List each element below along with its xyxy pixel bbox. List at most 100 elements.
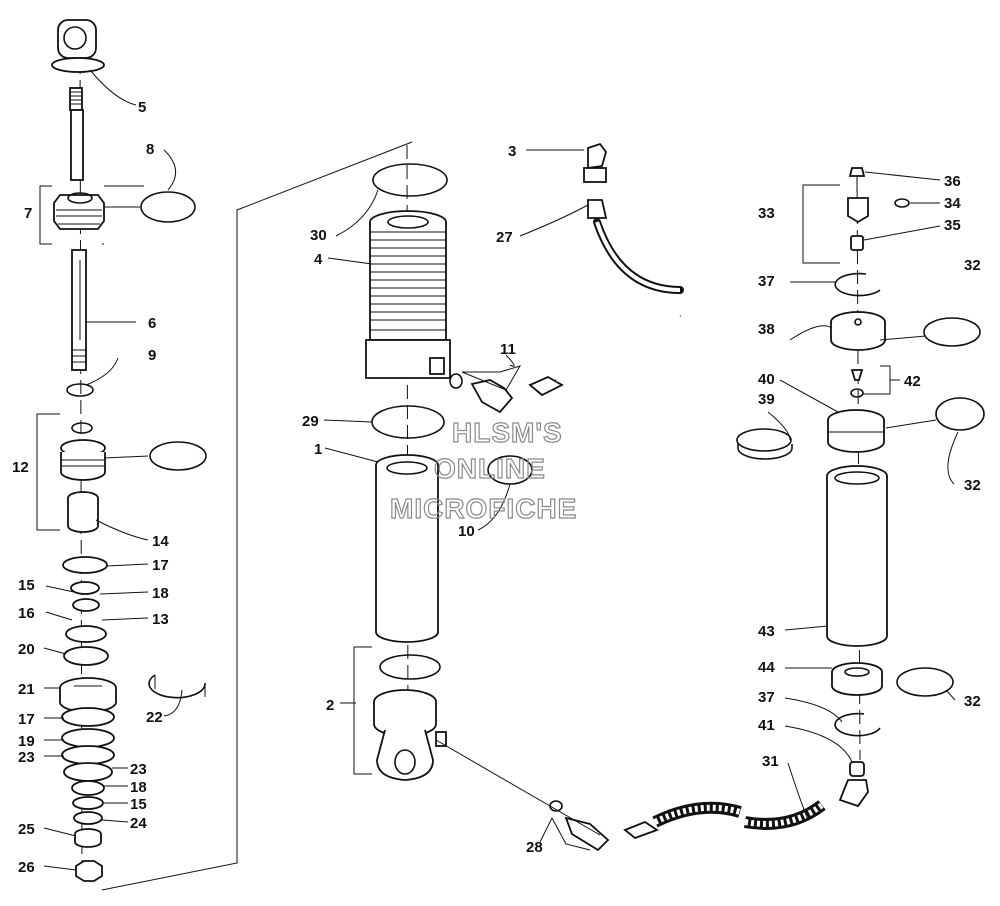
callout-6: 6 xyxy=(148,315,156,332)
callout-13: 13 xyxy=(152,611,169,628)
callout-33: 33 xyxy=(758,205,775,222)
shim-stack xyxy=(62,556,109,666)
callout-22: 22 xyxy=(146,709,163,726)
part-41-elbow-fitting xyxy=(838,761,869,808)
callout-20: 20 xyxy=(18,641,35,658)
callout-41: 41 xyxy=(758,717,775,734)
part-28-elbow-fitting xyxy=(549,800,659,852)
callout-11: 11 xyxy=(500,341,516,358)
watermark-line-2: ONLINE xyxy=(434,453,546,484)
callout-10: 10 xyxy=(458,523,475,540)
callout-30: 30 xyxy=(310,227,327,244)
part-6-piston-rod xyxy=(71,249,87,371)
connector-line xyxy=(101,141,413,891)
part-33-valve xyxy=(847,167,910,251)
bracket-12 xyxy=(36,413,60,531)
callout-14: 14 xyxy=(152,533,169,550)
callout-34: 34 xyxy=(944,195,961,212)
leader-hose xyxy=(435,739,601,836)
callout-19: 19 xyxy=(18,733,35,750)
callout-23-left: 23 xyxy=(18,749,35,766)
callout-35: 35 xyxy=(944,217,961,234)
part-38-end-cap xyxy=(830,311,886,351)
part-2-ring xyxy=(379,654,441,680)
callout-18-lower: 18 xyxy=(130,779,147,796)
callout-31: 31 xyxy=(762,753,779,770)
piston-rod-assembly xyxy=(36,19,207,882)
small-washer xyxy=(71,422,93,434)
bracket-33 xyxy=(802,184,840,264)
part-37-snap-ring-upper xyxy=(834,272,881,297)
watermark-line-1: HLSM'S xyxy=(452,417,563,448)
leader-lines xyxy=(43,69,959,871)
bracket-2 xyxy=(353,646,372,775)
callout-40: 40 xyxy=(758,371,775,388)
part-25-nut xyxy=(74,828,102,848)
part-40-floating-piston xyxy=(827,409,885,453)
part-39-clamp xyxy=(736,428,793,460)
callout-26: 26 xyxy=(18,859,35,876)
callout-18-upper: 18 xyxy=(152,585,169,602)
callout-25: 25 xyxy=(18,821,35,838)
callout-29: 29 xyxy=(302,413,319,430)
part-11-elbow-fitting xyxy=(449,373,564,414)
callout-44: 44 xyxy=(758,659,775,676)
callout-16: 16 xyxy=(18,605,35,622)
part-37-snap-ring-lower xyxy=(834,712,881,737)
callout-38: 38 xyxy=(758,321,775,338)
part-32-ring-middle xyxy=(935,397,985,431)
part-1-cylinder xyxy=(375,454,439,643)
part-44-end-cap xyxy=(831,662,883,696)
part-32-ring-upper xyxy=(923,317,981,347)
watermark: HLSM'S ONLINE MICROFICHE xyxy=(389,416,577,524)
callout-37-lower: 37 xyxy=(758,689,775,706)
callout-labels: 5 8 7 6 9 12 14 17 15 18 16 13 20 21 22 … xyxy=(12,99,981,876)
part-29-o-ring xyxy=(371,405,445,439)
callout-32-upper: 32 xyxy=(964,257,981,274)
bracket-7 xyxy=(39,185,144,245)
part-2-bottom-mount xyxy=(373,689,447,781)
rod-upper xyxy=(70,109,84,181)
part-22-piston-ring xyxy=(148,674,206,699)
callout-15-lower: 15 xyxy=(130,796,147,813)
watermark-line-3: MICROFICHE xyxy=(390,493,577,524)
part-3-27-fitting xyxy=(583,142,684,294)
callout-32-middle: 32 xyxy=(964,477,981,494)
callout-21: 21 xyxy=(18,681,35,698)
lower-shim-stack xyxy=(61,707,115,825)
callout-8: 8 xyxy=(146,141,154,158)
shock-body-assembly xyxy=(353,142,826,852)
part-5-rod-eye xyxy=(51,19,105,111)
callout-12: 12 xyxy=(12,459,29,476)
callout-17-upper: 17 xyxy=(152,557,169,574)
part-21-piston xyxy=(59,677,117,713)
callout-39: 39 xyxy=(758,391,775,408)
callout-5: 5 xyxy=(138,99,146,116)
callout-3: 3 xyxy=(508,143,516,160)
callout-9: 9 xyxy=(148,347,156,364)
callout-36: 36 xyxy=(944,173,961,190)
part-12-valve-body xyxy=(60,439,106,481)
callout-7: 7 xyxy=(24,205,32,222)
callout-27: 27 xyxy=(496,229,513,246)
callout-43: 43 xyxy=(758,623,775,640)
callout-4: 4 xyxy=(314,251,323,268)
callout-37-upper: 37 xyxy=(758,273,775,290)
callout-1: 1 xyxy=(314,441,322,458)
part-42-screw xyxy=(850,369,864,398)
callout-23-right: 23 xyxy=(130,761,147,778)
callout-32-lower: 32 xyxy=(964,693,981,710)
part-8-washer xyxy=(140,191,196,223)
part-30-o-ring xyxy=(372,163,448,197)
part-9-washer xyxy=(66,383,94,397)
part-12-ring xyxy=(149,441,207,471)
part-7-seal-head xyxy=(53,192,105,230)
callout-24: 24 xyxy=(130,815,147,832)
part-43-reservoir-tube xyxy=(826,465,888,647)
part-26-nut xyxy=(75,860,103,882)
part-4-body xyxy=(365,210,451,379)
reservoir-assembly xyxy=(736,167,985,808)
callout-17-lower: 17 xyxy=(18,711,35,728)
part-32-ring-lower xyxy=(896,667,954,697)
